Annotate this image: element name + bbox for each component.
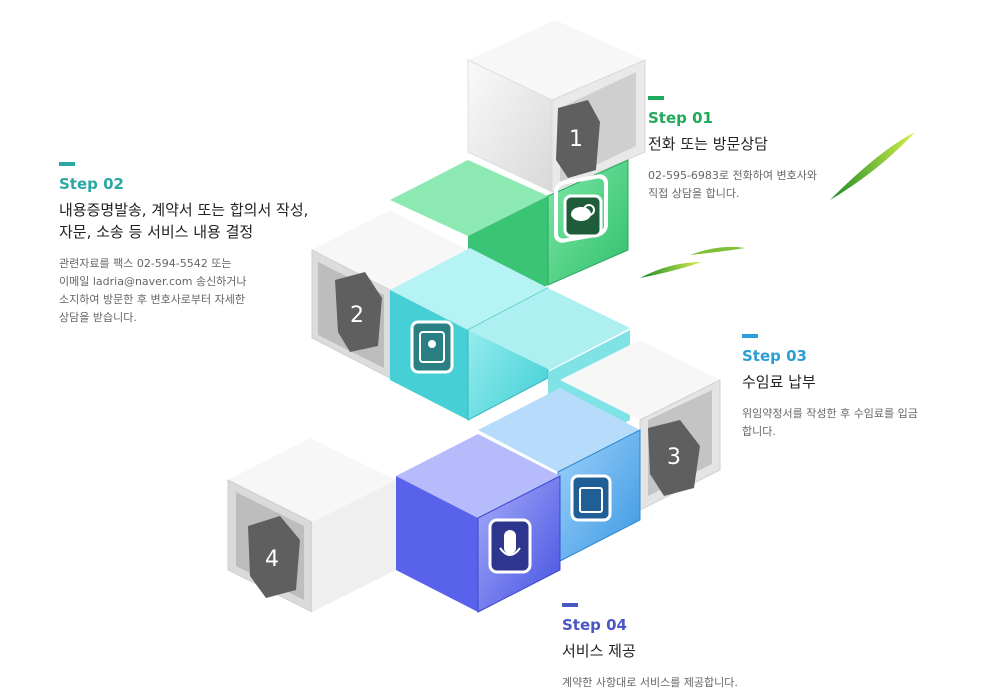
step-2: Step 02 내용증명발송, 계약서 또는 합의서 작성, 자문, 소송 등 …: [59, 162, 349, 327]
cube-number-3: 3: [667, 445, 681, 470]
contacts-icon: [410, 320, 454, 374]
step-3-desc-line: 합니다.: [742, 425, 776, 438]
number-plate-1: [556, 100, 600, 178]
cube-3-white: 3: [560, 340, 721, 511]
step-4-label: Step 04: [562, 616, 627, 634]
step-4-accent-bar: [562, 603, 578, 607]
step-3-title: 수임료 납부: [742, 373, 816, 391]
step-1-accent-bar: [648, 96, 664, 100]
step-2-accent-bar: [59, 162, 75, 166]
step-4: Step 04 서비스 제공 계약한 사항대로 서비스를 제공합니다.: [562, 603, 782, 692]
number-plate-4: [248, 516, 300, 598]
step-3-accent-bar: [742, 334, 758, 338]
step-2-title: 내용증명발송, 계약서 또는 합의서 작성, 자문, 소송 등 서비스 내용 결…: [59, 199, 349, 243]
step-1-desc-line: 직접 상담을 합니다.: [648, 187, 740, 200]
step-2-title-line: 내용증명발송, 계약서 또는 합의서 작성,: [59, 201, 309, 219]
step-4-title: 서비스 제공: [562, 642, 636, 660]
cube-number-4: 4: [265, 547, 279, 572]
step-2-desc-line: 상담을 받습니다.: [59, 311, 137, 324]
step-3-desc-line: 위임약정서를 작성한 후 수임료를 입금: [742, 407, 918, 420]
step-3-desc: 위임약정서를 작성한 후 수임료를 입금 합니다.: [742, 405, 942, 441]
step-2-label: Step 02: [59, 175, 124, 193]
calendar-icon: [570, 474, 612, 522]
step-3-label: Step 03: [742, 347, 807, 365]
step-2-desc: 관련자료를 팩스 02-594-5542 또는 이메일 ladria@naver…: [59, 255, 349, 327]
step-2-desc-line: 소지하여 방문한 후 변호사로부터 자세한: [59, 293, 246, 306]
step-1-desc: 02-595-6983로 전화하여 변호사와 직접 상담을 합니다.: [648, 167, 868, 203]
step-2-desc-line: 관련자료를 팩스 02-594-5542 또는: [59, 257, 232, 270]
number-plate-2: [335, 272, 382, 352]
step-1-desc-line: 02-595-6983로 전화하여 변호사와: [648, 169, 817, 182]
step-4-desc-line: 계약한 사항대로 서비스를 제공합니다.: [562, 676, 738, 689]
cube-number-2: 2: [350, 303, 364, 328]
step-1: Step 01 전화 또는 방문상담 02-595-6983로 전화하여 변호사…: [648, 96, 868, 203]
leaf-decoration: [830, 132, 915, 200]
cube-indigo: [396, 434, 561, 613]
step-4-desc: 계약한 사항대로 서비스를 제공합니다.: [562, 674, 782, 692]
number-plate-3: [648, 420, 700, 496]
step-2-desc-line: 이메일 ladria@naver.com 송신하거나: [59, 275, 247, 288]
microphone-icon: [488, 518, 532, 574]
cube-4-white: 4: [227, 438, 396, 613]
cube-blue: [478, 388, 641, 563]
step-1-title: 전화 또는 방문상담: [648, 135, 768, 153]
cube-number-1: 1: [569, 127, 583, 152]
cube-1-white: 1: [467, 20, 646, 193]
step-1-label: Step 01: [648, 109, 713, 127]
leaf-decoration: [640, 262, 702, 278]
step-2-title-line: 자문, 소송 등 서비스 내용 결정: [59, 223, 254, 241]
leaf-decoration: [690, 246, 745, 255]
chat-icon: [563, 194, 603, 238]
step-3: Step 03 수임료 납부 위임약정서를 작성한 후 수임료를 입금 합니다.: [742, 334, 942, 441]
